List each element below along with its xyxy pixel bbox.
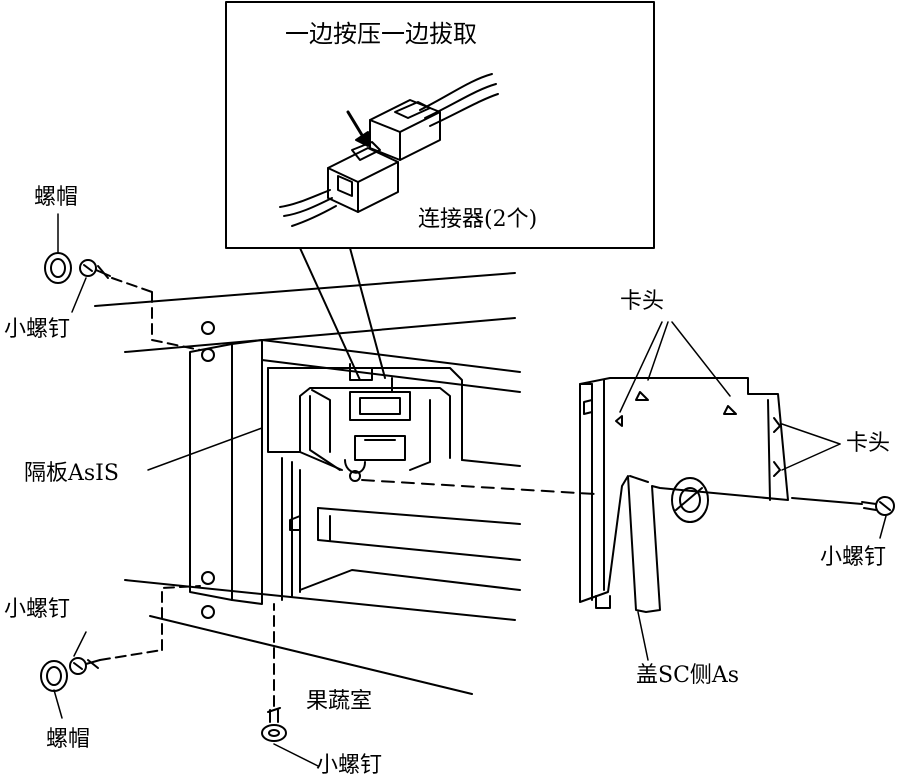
bottom-left-fasteners [40, 585, 201, 692]
leader-lines [53, 213, 887, 767]
bottom-screw [261, 603, 287, 742]
connector-illustration [279, 73, 499, 227]
clip-right-label: 卡头 [846, 431, 891, 456]
clip-top-label: 卡头 [620, 289, 665, 314]
screw-top-left-label: 小螺钉 [4, 317, 71, 342]
inset-caption: 一边按压一边拔取 [285, 20, 477, 48]
screw-right-label: 小螺钉 [820, 545, 887, 570]
screw-bottom-label: 小螺钉 [316, 753, 383, 778]
screw-right-icon [875, 496, 895, 516]
cover-sc-side [579, 377, 789, 613]
nut-top-icon [44, 252, 72, 284]
screw-top-left-icon [79, 259, 97, 277]
screw-bottom-icon [261, 724, 287, 742]
nut-bottom-label: 螺帽 [46, 727, 91, 752]
right-screw [791, 496, 895, 516]
cover-label: 盖SC侧As [636, 663, 740, 688]
top-left-fasteners [44, 252, 201, 351]
inner-frame [267, 363, 521, 482]
nut-bottom-icon [40, 660, 68, 692]
assembly-dashed-line [361, 479, 596, 495]
partition-label: 隔板AsIS [24, 461, 119, 486]
fruit-veg-room-label: 果蔬室 [306, 689, 373, 714]
rails [94, 272, 516, 695]
connector-inset [225, 1, 655, 381]
connector-label: 连接器(2个) [418, 207, 538, 232]
nut-top-label: 螺帽 [34, 185, 79, 210]
screw-bottom-left-icon [69, 657, 87, 675]
partition-plate [189, 321, 521, 619]
drawer [281, 457, 521, 601]
screw-bottom-left-label: 小螺钉 [4, 597, 71, 622]
